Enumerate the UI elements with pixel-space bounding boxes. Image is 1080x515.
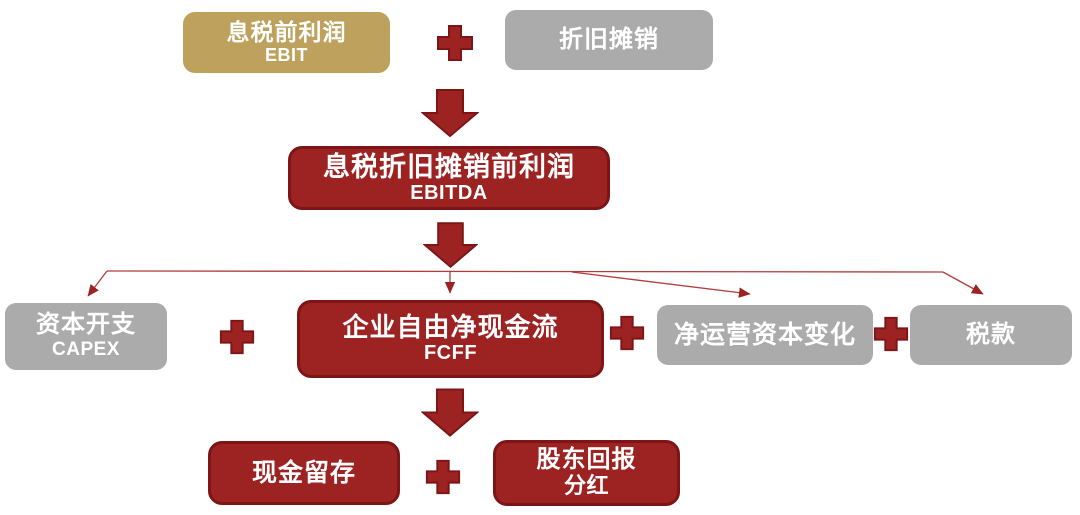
node-capex-label: 资本开支 xyxy=(36,311,136,339)
node-tax: 税款 xyxy=(910,305,1072,365)
node-shareholder-return: 股东回报 分红 xyxy=(493,440,680,506)
plus-icon xyxy=(424,458,462,496)
plus-icon xyxy=(872,315,910,353)
node-ebit: 息税前利润 EBIT xyxy=(183,12,390,73)
node-capex: 资本开支 CAPEX xyxy=(5,303,167,370)
connector-ebitda-to-capex xyxy=(87,270,108,297)
node-ebit-sublabel: EBIT xyxy=(264,45,308,66)
plus-icon xyxy=(608,314,646,352)
plus-icon xyxy=(435,23,475,63)
node-depreciation-amortization-label: 折旧摊销 xyxy=(559,25,659,53)
arrow-down-icon xyxy=(421,89,479,137)
connector-branch-rail xyxy=(106,270,944,273)
node-capex-sublabel: CAPEX xyxy=(52,339,120,361)
connector-ebitda-to-nwc xyxy=(571,271,751,298)
node-shareholder-return-label: 股东回报 xyxy=(536,446,637,474)
plus-icon xyxy=(218,318,256,356)
node-net-working-capital-change: 净运营资本变化 xyxy=(657,305,873,365)
node-net-working-capital-change-label: 净运营资本变化 xyxy=(673,321,856,349)
node-tax-label: 税款 xyxy=(966,320,1016,348)
node-depreciation-amortization: 折旧摊销 xyxy=(505,10,713,70)
node-fcff: 企业自由净现金流 FCFF xyxy=(297,300,604,378)
arrow-down-icon xyxy=(423,222,478,268)
arrow-down-icon xyxy=(421,388,479,437)
node-shareholder-return-sublabel: 分红 xyxy=(563,473,609,499)
node-ebitda-sublabel: EBITDA xyxy=(410,181,488,204)
node-ebitda: 息税折旧摊销前利润 EBITDA xyxy=(288,146,610,210)
node-cash-retention: 现金留存 xyxy=(208,441,400,505)
node-fcff-label: 企业自由净现金流 xyxy=(342,312,559,343)
node-ebit-label: 息税前利润 xyxy=(226,18,347,45)
connector-ebitda-to-tax xyxy=(942,271,984,295)
node-fcff-sublabel: FCFF xyxy=(423,342,478,365)
node-cash-retention-label: 现金留存 xyxy=(251,459,356,487)
node-ebitda-label: 息税折旧摊销前利润 xyxy=(323,151,575,182)
